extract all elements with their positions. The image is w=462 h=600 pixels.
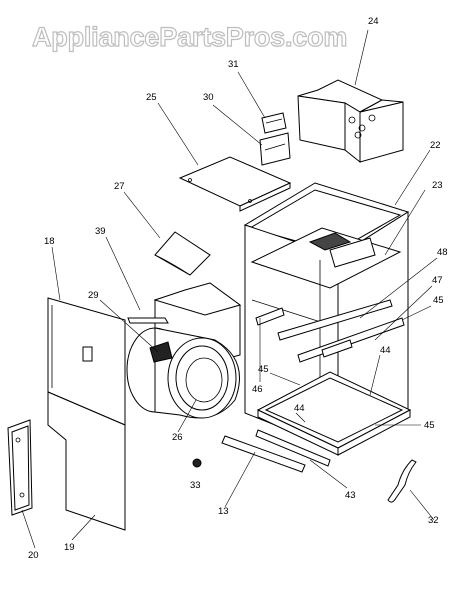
callout-27: 27	[114, 181, 125, 192]
callout-45-top: 45	[433, 295, 444, 306]
callout-43: 43	[345, 490, 356, 501]
part-20-door	[7, 419, 33, 516]
callout-46: 46	[252, 384, 263, 395]
part-27-bracket	[154, 231, 211, 276]
part-13-rail	[221, 435, 306, 473]
part-47-rail	[297, 317, 405, 363]
callout-44-left: 44	[294, 403, 305, 414]
callout-29: 29	[88, 290, 99, 301]
callout-18: 18	[44, 236, 55, 247]
part-46-rail	[255, 307, 285, 326]
callout-22: 22	[430, 140, 441, 151]
leader-lines	[21, 29, 438, 549]
callout-23: 23	[432, 180, 443, 191]
part-30-plate	[259, 132, 291, 166]
watermark-text: AppliancePartsPros.com	[32, 22, 347, 52]
callout-26: 26	[172, 432, 183, 443]
callout-20: 20	[28, 550, 39, 561]
part-33-grommet	[192, 458, 202, 468]
part-48-rail	[277, 299, 393, 341]
part-25-top-panel	[178, 156, 292, 212]
part-31-plate	[261, 112, 287, 134]
part-39-bar	[127, 317, 169, 324]
callout-39: 39	[95, 226, 106, 237]
callout-45-bottom: 45	[424, 420, 435, 431]
part-26-blower	[126, 282, 242, 419]
callout-25: 25	[146, 92, 157, 103]
callout-31: 31	[228, 59, 239, 70]
part-24-top-box	[297, 79, 404, 164]
part-19-lower-panel	[47, 391, 126, 531]
part-43-rail	[255, 429, 331, 467]
callout-45-mid: 45	[258, 364, 269, 375]
part-32-rod	[387, 459, 417, 503]
callout-labels: 24 31 30 25 22 23 27 39 18 48 29 47 45 4…	[28, 16, 448, 561]
callout-33: 33	[190, 480, 201, 491]
callout-48: 48	[437, 247, 448, 258]
callout-32: 32	[428, 515, 439, 526]
base-frame	[256, 371, 412, 456]
callout-19: 19	[64, 542, 75, 553]
callout-24: 24	[368, 16, 379, 27]
callout-30: 30	[203, 92, 214, 103]
callout-13: 13	[218, 506, 229, 517]
callout-44-right: 44	[380, 345, 391, 356]
callout-47: 47	[432, 275, 443, 286]
